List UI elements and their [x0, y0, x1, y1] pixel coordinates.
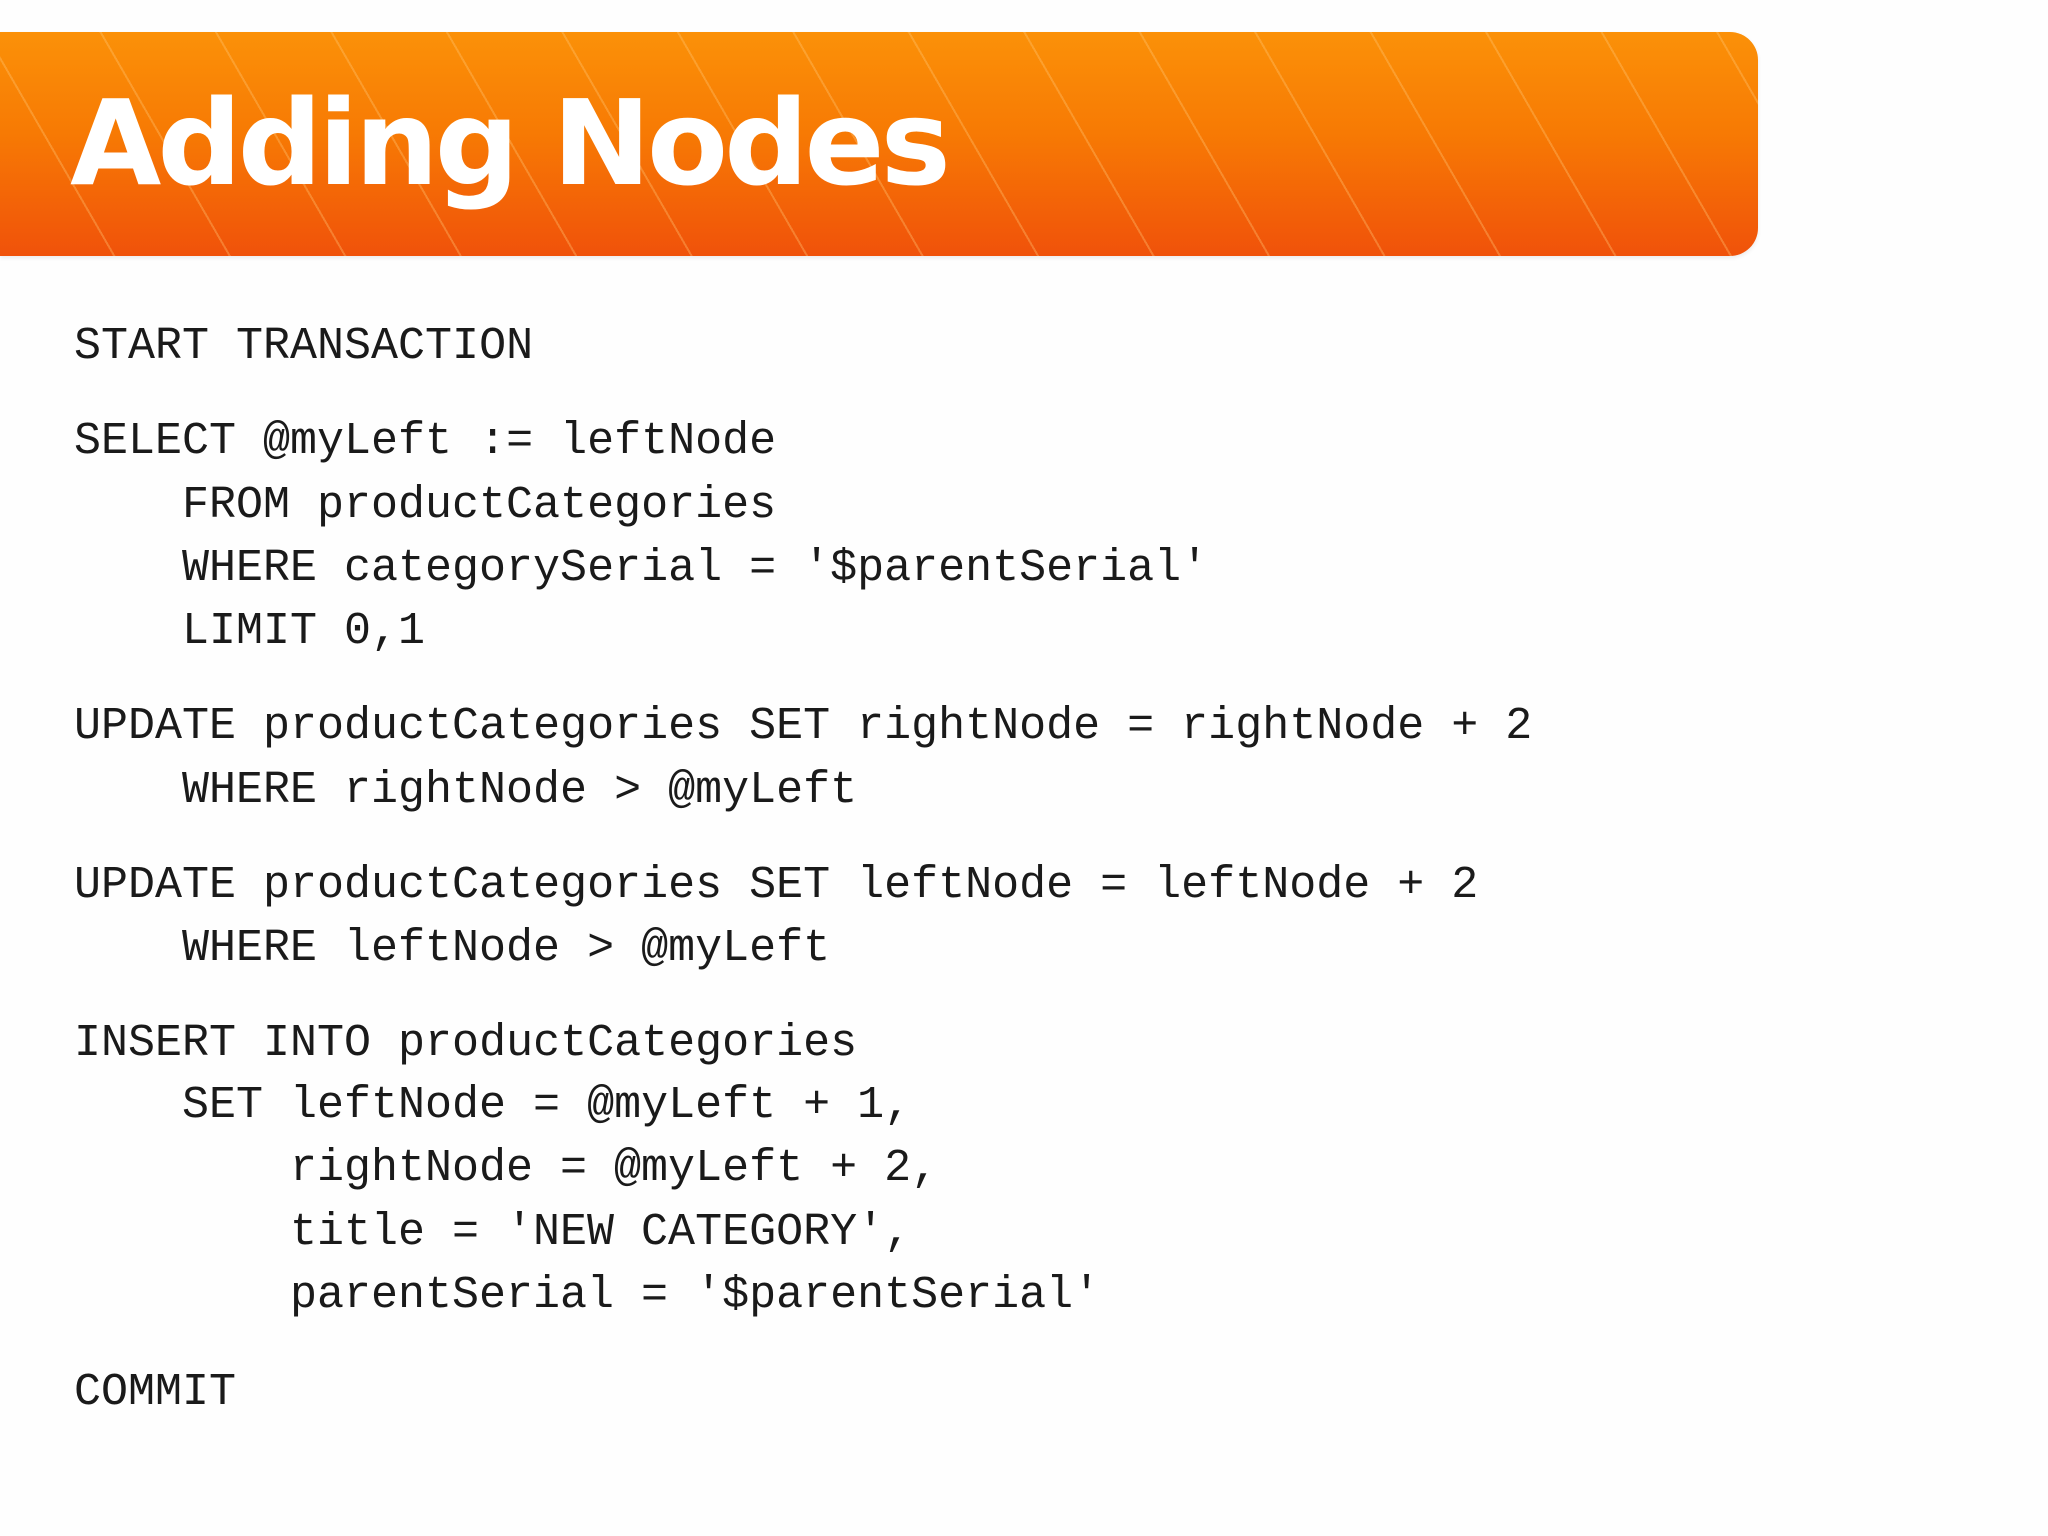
- code-line: title = 'NEW CATEGORY',: [290, 1207, 912, 1258]
- code-line: WHERE rightNode > @myLeft: [182, 765, 858, 816]
- code-line: SELECT @myLeft := leftNode: [74, 416, 777, 467]
- code-line: FROM productCategories: [182, 480, 777, 531]
- code-line: START TRANSACTION: [74, 321, 534, 372]
- code-line: INSERT INTO productCategories: [74, 1018, 858, 1069]
- code-line: WHERE categorySerial = '$parentSerial': [182, 543, 1209, 594]
- code-line: WHERE leftNode > @myLeft: [182, 923, 831, 974]
- code-line: parentSerial = '$parentSerial': [290, 1270, 1101, 1321]
- code-line: UPDATE productCategories SET leftNode = …: [74, 860, 1479, 911]
- code-line: LIMIT 0,1: [182, 606, 426, 657]
- slide-title: Adding Nodes: [70, 74, 951, 212]
- code-line: SET leftNode = @myLeft + 1,: [182, 1080, 912, 1131]
- code-line: COMMIT: [74, 1367, 237, 1418]
- title-banner: [0, 32, 1758, 256]
- code-line: rightNode = @myLeft + 2,: [290, 1143, 939, 1194]
- code-line: UPDATE productCategories SET rightNode =…: [74, 701, 1533, 752]
